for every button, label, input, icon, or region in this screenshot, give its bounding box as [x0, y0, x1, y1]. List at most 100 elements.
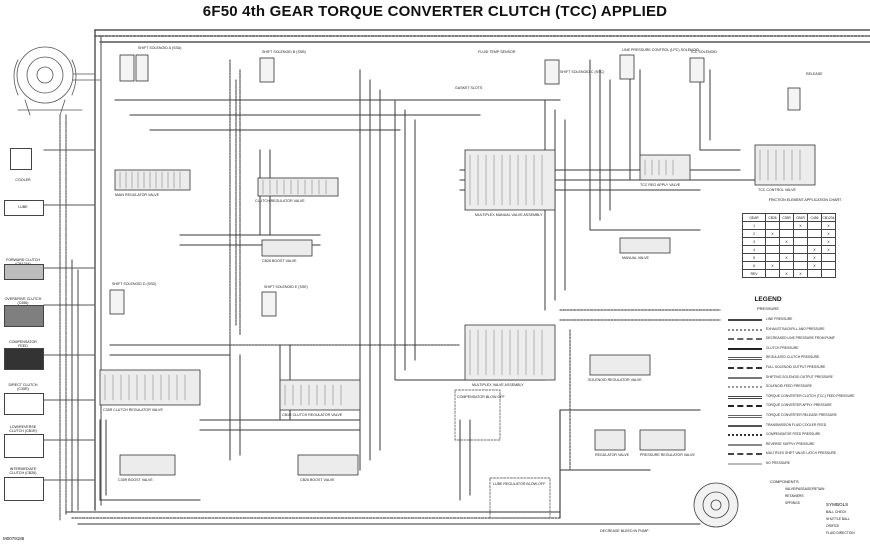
legend-swatch [728, 463, 762, 468]
legend-swatch [728, 434, 762, 439]
side-label-compensator: COMPENSATOR FEED [9, 340, 37, 348]
label-clutch-regulator: CLUTCH REGULATOR VALVE [255, 199, 305, 203]
chart-header-cell: C35R [779, 213, 794, 222]
legend-label: TORQUE CONVERTER APPLY PRESSURE [766, 403, 832, 408]
chart-mark-cell: X [793, 269, 808, 278]
chart-gear-cell: 6 [742, 261, 766, 270]
pump [693, 482, 739, 528]
side-label-overdrive: OVERDRIVE CLUTCH (C456) [4, 297, 42, 305]
label-fluid-temp: FLUID TEMP SENSOR [478, 50, 516, 54]
legend-label: DECREASED LINE PRESSURE FROM PUMP [766, 336, 835, 341]
label-sol-b: SHIFT SOLENOID B (SSB) [262, 50, 306, 54]
legend-label: REGULATED CLUTCH PRESSURE [766, 355, 820, 360]
label-compensator-blowoff: COMPENSATOR BLOW-OFF [457, 395, 505, 399]
legend-label: TORQUE CONVERTER RELEASE PRESSURE [766, 413, 837, 417]
legend-swatch [728, 357, 762, 363]
intermediate-clutch-box [4, 477, 44, 501]
chart-mark-cell [779, 229, 794, 238]
chart-mark-cell [807, 237, 822, 246]
legend-subtitle: PRESSURE [756, 306, 779, 311]
symbol-label: ORIFICE [826, 524, 840, 528]
symbol-label: FLUID DIRECTION [826, 531, 855, 535]
side-label-direct: DIRECT CLUTCH (C35R) [8, 383, 38, 391]
side-label-low-reverse: LOW/REVERSE CLUTCH (CB1R) [9, 425, 37, 433]
label-pressure-regulator: PRESSURE REGULATOR VALVE [640, 453, 695, 457]
inset-boxes [454, 389, 551, 519]
direct-clutch-box [4, 393, 44, 415]
chart-mark-cell [821, 269, 836, 278]
legend-label: MULTIPLEX SHIFT VALVE LATCH PRESSURE [766, 451, 837, 456]
chart-mark-cell [807, 221, 822, 230]
label-c35r-regulator: C35R CLUTCH REGULATOR VALVE [103, 408, 163, 412]
legend-label: COMPENSATOR FEED PRESSURE [766, 432, 821, 437]
diagram-title: 6F50 4th GEAR TORQUE CONVERTER CLUTCH (T… [202, 3, 668, 20]
label-sol-c: SHIFT SOLENOID C (SSC) [560, 70, 605, 74]
legend-label: SHIFTING SOLENOID OUTPUT PRESSURE [766, 374, 833, 379]
label-cb1r-regulator: CB1R CLUTCH REGULATOR VALVE [282, 413, 343, 417]
chart-mark-cell: X [779, 237, 794, 246]
components-title: COMPONENTS [770, 479, 799, 484]
label-lpc: LINE PRESSURE CONTROL (LPC) SOLENOID [622, 48, 700, 52]
side-label-intermediate: INTERMEDIATE CLUTCH (CB26) [9, 467, 37, 475]
chart-gear-cell: REV [742, 269, 766, 278]
side-label-cooler: COOLER [15, 178, 31, 182]
label-multiplex-valve: MULTIPLEX VALVE ASSEMBLY [472, 383, 524, 387]
chart-mark-cell [765, 221, 780, 230]
chart-header-cell: C456 [807, 213, 822, 222]
label-sol-a: SHIFT SOLENOID A (SSA) [138, 46, 182, 50]
symbol-label: SHUTTLE BALL [826, 517, 851, 521]
label-lube-regulator: LUBE REGULATOR BLOW-OFF [493, 482, 546, 486]
label-solenoid-regulator: SOLENOID REGULATOR VALVE [588, 378, 642, 382]
chart-mark-cell [793, 245, 808, 254]
chart-mark-cell [793, 229, 808, 238]
left-vertical-passages [43, 114, 96, 521]
chart-header-cell: CB1R [793, 213, 808, 222]
valve-bodies [99, 144, 816, 476]
legend-label: SOLENOID FEED PRESSURE [766, 384, 812, 389]
top-passages [94, 29, 870, 511]
label-sol-e: SHIFT SOLENOID E (SSE) [264, 285, 308, 289]
label-manual-valve: MANUAL VALVE [622, 256, 649, 260]
chart-mark-cell: X [779, 269, 794, 278]
torque-converter-sketch [13, 46, 101, 116]
legend-swatch [728, 319, 762, 324]
label-sol-d: SHIFT SOLENOID D (SSD) [112, 282, 157, 286]
legend-swatch [728, 338, 762, 343]
label-release: RELEASE [806, 72, 823, 76]
legend-swatch [728, 367, 762, 372]
chart-gear-cell: 1 [742, 221, 766, 230]
label-gasket-slots: GASKET SLOTS [455, 86, 483, 90]
component-label: VALVE/PASSAGE/RETAIN [785, 487, 825, 491]
legend-swatch [728, 347, 762, 353]
label-tcc-control: TCC CONTROL VALVE [758, 188, 796, 192]
chart-mark-cell: X [807, 261, 822, 270]
legend-swatch [728, 424, 762, 430]
chart-mark-cell [793, 261, 808, 270]
label-multiplex-manual: MULTIPLEX MANUAL VALVE ASSEMBLY [475, 213, 543, 217]
legend-label: TORQUE CONVERTER CLUTCH (TCC) FEED PRESS… [766, 393, 855, 398]
chart-mark-cell: X [821, 221, 836, 230]
chart-mark-cell: X [779, 253, 794, 262]
legend-swatch [728, 453, 762, 458]
label-tcc-apply: TCC REG APPLY VALVE [640, 183, 681, 187]
legend-label: LINE PRESSURE [766, 317, 793, 321]
legend-swatch [728, 415, 762, 421]
label-regulator-valve: REGULATOR VALVE [595, 453, 630, 457]
legend-swatch [728, 328, 762, 334]
legend-swatch [728, 376, 762, 382]
legend-label: FULL SOLENOID OUTPUT PRESSURE [766, 365, 826, 369]
chart-mark-cell [793, 253, 808, 262]
low-reverse-clutch-box [4, 434, 44, 458]
legend-swatch [728, 386, 762, 391]
chart-mark-cell: X [807, 253, 822, 262]
symbols-title: SYMBOLS [826, 502, 849, 507]
solenoid-bodies [109, 54, 801, 317]
friction-chart-title: FRICTION ELEMENT APPLICATION CHART [768, 198, 842, 202]
legend-label: CLUTCH PRESSURE [766, 345, 799, 350]
label-boost-valve: CB26 BOOST VALVE [262, 259, 297, 263]
